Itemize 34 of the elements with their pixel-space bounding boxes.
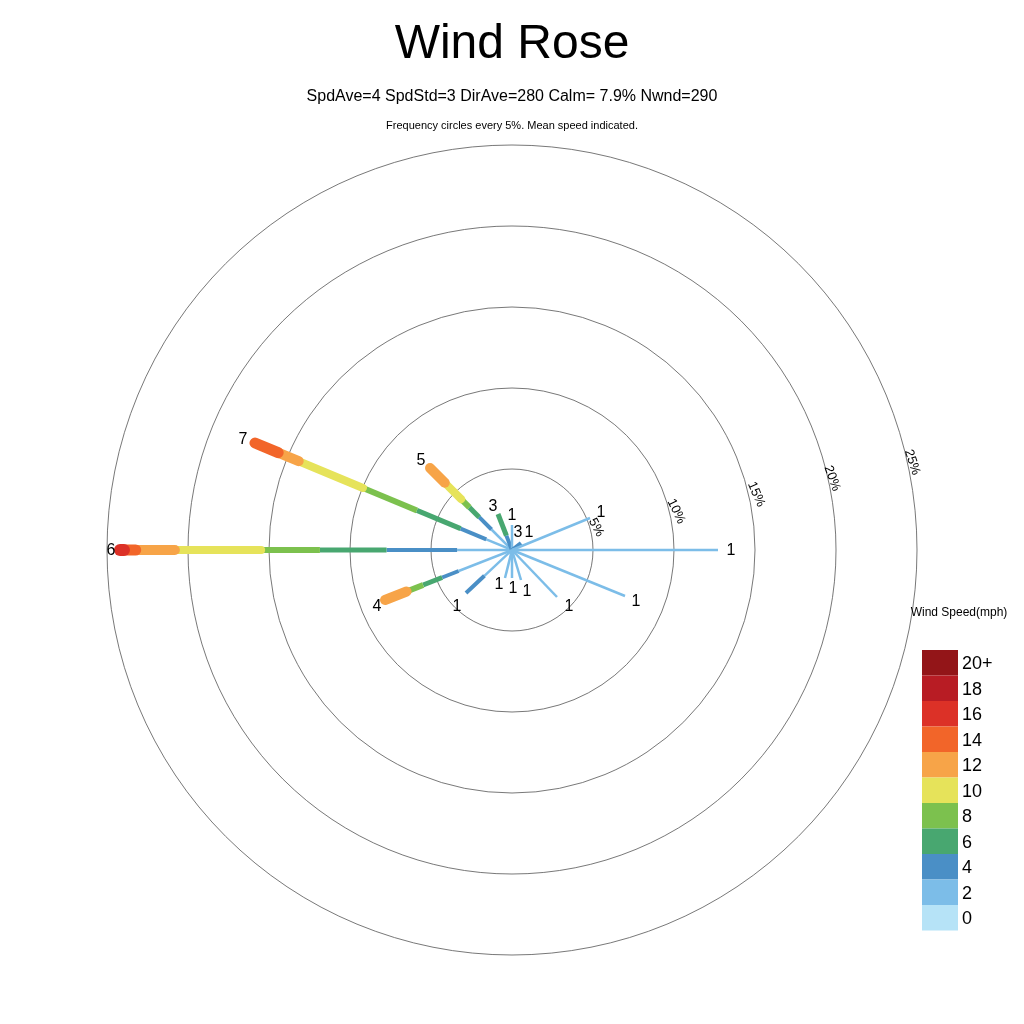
legend-label: 20+ [962, 654, 993, 672]
ring-label: 15% [745, 479, 769, 509]
legend-label: 12 [962, 756, 983, 774]
mean-speed-label: 6 [106, 542, 116, 558]
mean-speed-label: 7 [238, 431, 248, 447]
legend-label: 4 [962, 858, 972, 876]
mean-speed-label: 1 [524, 524, 534, 540]
chart-title: Wind Rose [394, 18, 630, 66]
mean-speed-label: 5 [416, 452, 426, 468]
mean-speed-label: 4 [372, 598, 382, 614]
mean-speed-label: 1 [494, 576, 504, 592]
ring-label: 10% [665, 496, 689, 526]
legend-label: 14 [962, 730, 983, 749]
mean-speed-label: 1 [631, 593, 641, 609]
mean-speed-label: 1 [522, 583, 532, 599]
legend-title: Wind Speed(mph) [910, 606, 1008, 618]
stats-text: SpdAve=4 SpdStd=3 DirAve=280 Calm= 7.9% Nwnd=290 [306, 88, 718, 104]
mean-speed-label: 1 [507, 507, 517, 523]
legend-label: 6 [962, 832, 972, 851]
legend-label: 2 [962, 883, 972, 902]
legend-label: 18 [962, 679, 983, 698]
mean-speed-label: 1 [564, 598, 574, 614]
legend-label: 8 [962, 807, 972, 825]
legend-label: 16 [962, 705, 983, 723]
mean-speed-label: 3 [513, 524, 523, 540]
mean-speed-label: 1 [508, 580, 518, 596]
mean-speed-label: 1 [452, 598, 462, 614]
ring-label: 20% [822, 463, 844, 493]
legend-label: 10 [962, 781, 983, 800]
legend-label: 0 [962, 909, 972, 927]
mean-speed-label: 3 [488, 498, 498, 514]
note-text: Frequency circles every 5%. Mean speed indicated. [386, 119, 638, 131]
mean-speed-label: 1 [726, 542, 736, 558]
ring-label: 25% [902, 447, 924, 477]
